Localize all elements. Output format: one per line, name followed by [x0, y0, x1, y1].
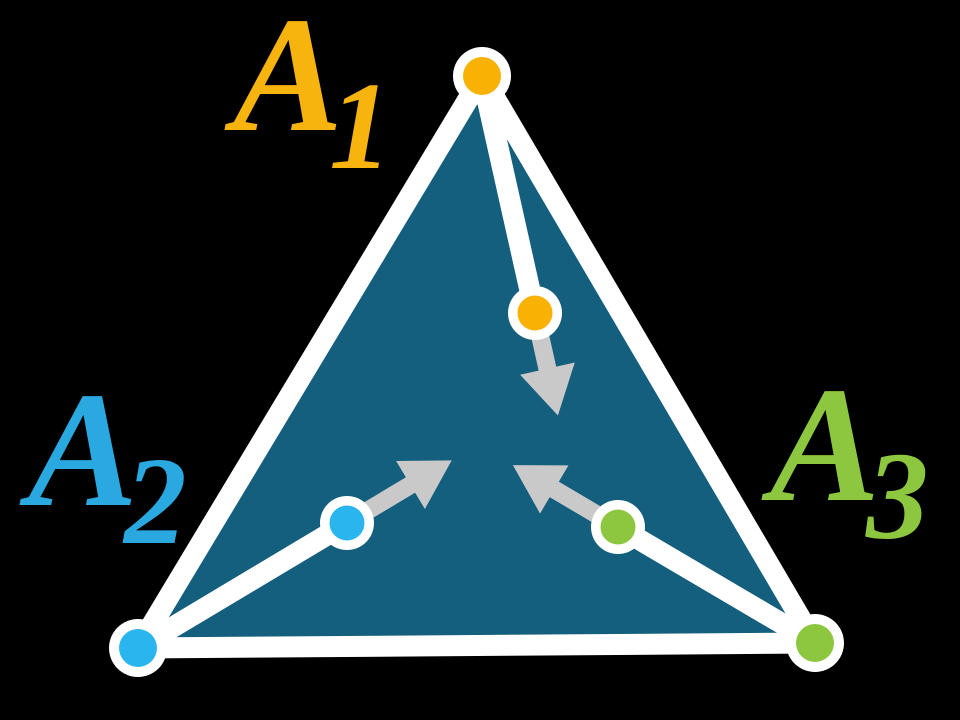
inner-dot-a3 — [591, 500, 645, 554]
inner-dot-a1 — [508, 286, 562, 340]
arrow-a2-icon — [361, 460, 452, 520]
connector-line-a2 — [132, 513, 353, 658]
inner-dot-a2 — [320, 496, 374, 550]
vertex-label-a3: A3 — [761, 353, 929, 566]
triangle-shape — [127, 65, 826, 659]
vertex-dot-a3 — [786, 614, 844, 672]
connector-line-a3 — [612, 517, 821, 653]
vertex-label-a2: A2 — [19, 358, 187, 571]
vertex-label-a1: A1 — [224, 0, 392, 196]
arrow-a3-icon — [512, 465, 604, 524]
vertex-dot-a2 — [109, 619, 167, 677]
connector-line-a1 — [471, 73, 546, 316]
vertex-dot-a1 — [453, 47, 511, 105]
arrow-a1-icon — [520, 332, 575, 416]
